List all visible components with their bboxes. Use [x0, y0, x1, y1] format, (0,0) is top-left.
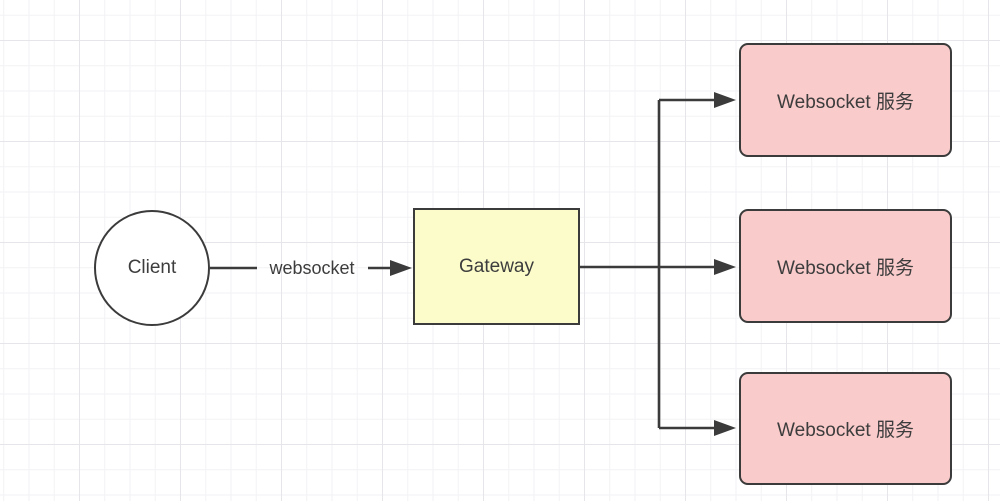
edge-label-websocket: websocket	[269, 258, 355, 278]
gateway-node: Gateway	[413, 208, 580, 325]
gateway-node-label: Gateway	[459, 255, 534, 277]
arrowhead-into-service-2	[714, 259, 736, 275]
websocket-service-node-3: Websocket 服务	[739, 372, 952, 485]
websocket-service-node-2: Websocket 服务	[739, 209, 952, 323]
websocket-service-node-3-label: Websocket 服务	[777, 420, 914, 441]
arrowhead-into-service-3	[714, 420, 736, 436]
arrowhead-into-gateway	[390, 260, 412, 276]
websocket-service-node-1-label: Websocket 服务	[777, 91, 914, 113]
websocket-service-node-1: Websocket 服务	[739, 43, 952, 157]
client-node: Client	[94, 210, 210, 326]
client-node-label: Client	[127, 257, 177, 278]
websocket-service-node-2-label: Websocket 服务	[777, 257, 914, 279]
arrowhead-into-service-1	[714, 92, 736, 108]
